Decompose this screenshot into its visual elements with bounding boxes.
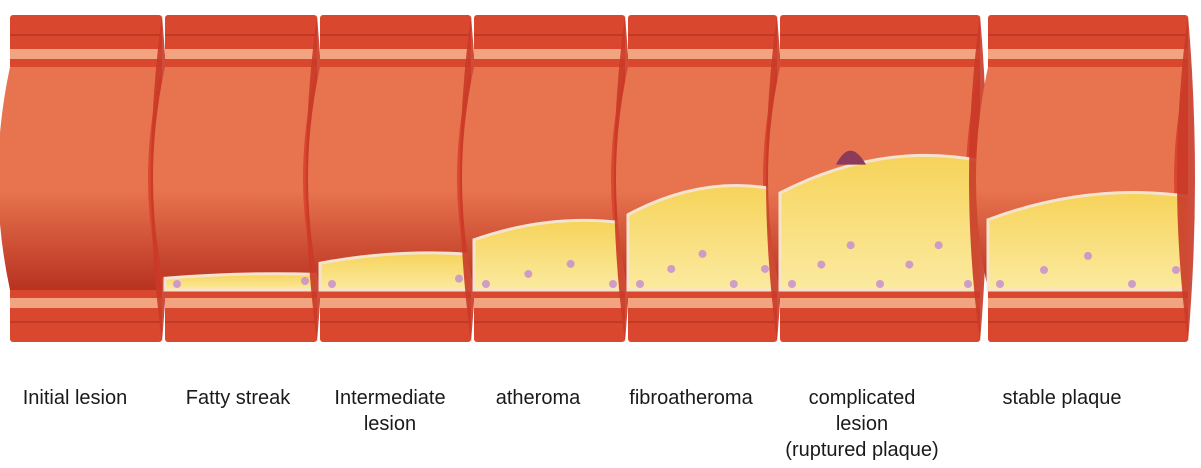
foam-cell xyxy=(761,265,769,273)
artery-segment-fibroatheroma xyxy=(616,15,784,342)
foam-cell xyxy=(636,280,644,288)
stage-label-line: (ruptured plaque) xyxy=(772,437,952,463)
artery-segment-stable xyxy=(976,15,1195,342)
foam-cell xyxy=(301,277,309,285)
foam-cell xyxy=(1040,266,1048,274)
foam-cell xyxy=(1128,280,1136,288)
foam-cell xyxy=(609,280,617,288)
foam-cell xyxy=(964,280,972,288)
artery-segment-intermediate xyxy=(308,15,478,342)
stage-label-line: complicated xyxy=(772,385,952,411)
foam-cell xyxy=(699,250,707,258)
intima-band-top xyxy=(988,49,1188,59)
foam-cell xyxy=(173,280,181,288)
intima-band-bottom xyxy=(474,298,625,308)
foam-cell xyxy=(482,280,490,288)
plaque xyxy=(320,253,471,290)
stage-label-line: lesion xyxy=(300,411,480,437)
artery-segment-atheroma xyxy=(462,15,632,342)
foam-cell xyxy=(847,241,855,249)
foam-cell xyxy=(730,280,738,288)
intima-band-bottom xyxy=(165,298,317,308)
artery-illustration xyxy=(0,0,1201,360)
foam-cell xyxy=(1172,266,1180,274)
stage-label-line: Initial lesion xyxy=(0,385,165,411)
foam-cell xyxy=(455,275,463,283)
stage-label-initial: Initial lesion xyxy=(0,385,165,411)
intima-band-top xyxy=(320,49,471,59)
foam-cell xyxy=(328,280,336,288)
intima-band-top xyxy=(10,49,162,59)
artery-segment-complicated xyxy=(768,15,987,342)
foam-cell xyxy=(788,280,796,288)
stage-label-line: fibroatheroma xyxy=(601,385,781,411)
intima-band-top xyxy=(165,49,317,59)
stage-label-line: stable plaque xyxy=(972,385,1152,411)
artery-segment-fatty xyxy=(153,15,324,342)
foam-cell xyxy=(996,280,1004,288)
lumen xyxy=(0,67,162,290)
stage-label-stable: stable plaque xyxy=(972,385,1152,411)
foam-cell xyxy=(567,260,575,268)
foam-cell xyxy=(524,270,532,278)
foam-cell xyxy=(905,261,913,269)
foam-cell xyxy=(876,280,884,288)
foam-cell xyxy=(1084,252,1092,260)
lumen xyxy=(153,67,317,290)
plaque xyxy=(165,274,317,290)
foam-cell xyxy=(817,261,825,269)
intima-band-bottom xyxy=(780,298,980,308)
intima-band-bottom xyxy=(10,298,162,308)
intima-band-top xyxy=(628,49,777,59)
stage-label-line: lesion xyxy=(772,411,952,437)
intima-band-bottom xyxy=(628,298,777,308)
intima-band-top xyxy=(474,49,625,59)
foam-cell xyxy=(935,241,943,249)
intima-band-top xyxy=(780,49,980,59)
intima-band-bottom xyxy=(320,298,471,308)
intima-band-bottom xyxy=(988,298,1188,308)
stage-label-fibroatheroma: fibroatheroma xyxy=(601,385,781,411)
foam-cell xyxy=(667,265,675,273)
artery-segment-initial xyxy=(0,15,169,342)
